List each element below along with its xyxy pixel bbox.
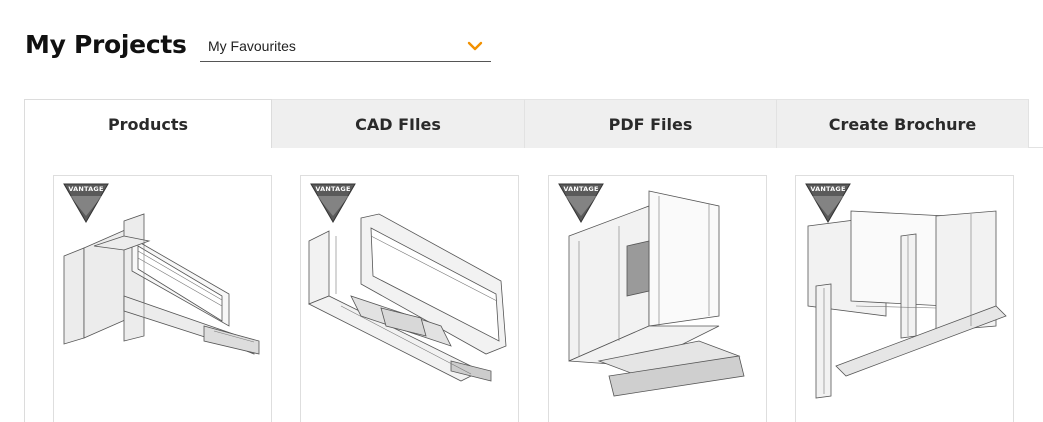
tab-panel-products bbox=[24, 147, 1043, 422]
bifold-door-section-drawing-icon bbox=[807, 210, 1007, 399]
tab-bar-tail bbox=[1029, 99, 1043, 148]
sliding-door-lock-drawing-icon bbox=[568, 190, 745, 397]
sliding-door-section-drawing-icon bbox=[308, 213, 507, 382]
tab-bar: Products CAD FIles PDF Files Create Broc… bbox=[24, 99, 1043, 148]
page-title: My Projects bbox=[25, 30, 187, 59]
tab-pdf-files[interactable]: PDF Files bbox=[525, 99, 777, 148]
tab-cad-files[interactable]: CAD FIles bbox=[272, 99, 525, 148]
vantage-logo-icon bbox=[310, 183, 356, 223]
vantage-logo-icon bbox=[558, 183, 604, 223]
tab-create-brochure[interactable]: Create Brochure bbox=[777, 99, 1029, 148]
product-card[interactable]: VANTAGE bbox=[548, 175, 767, 422]
product-card[interactable]: VANTAGE bbox=[300, 175, 519, 422]
project-list-select[interactable]: My Favourites bbox=[200, 30, 491, 62]
vantage-logo-icon bbox=[63, 183, 109, 223]
product-card[interactable]: VANTAGE bbox=[795, 175, 1014, 422]
tab-products[interactable]: Products bbox=[24, 99, 272, 148]
project-list-select-value: My Favourites bbox=[208, 37, 296, 54]
vantage-logo-icon bbox=[805, 183, 851, 223]
header: My Projects bbox=[25, 28, 187, 62]
chevron-down-icon bbox=[467, 41, 483, 50]
window-section-drawing-icon bbox=[63, 213, 260, 355]
product-card[interactable]: VANTAGE bbox=[53, 175, 272, 422]
